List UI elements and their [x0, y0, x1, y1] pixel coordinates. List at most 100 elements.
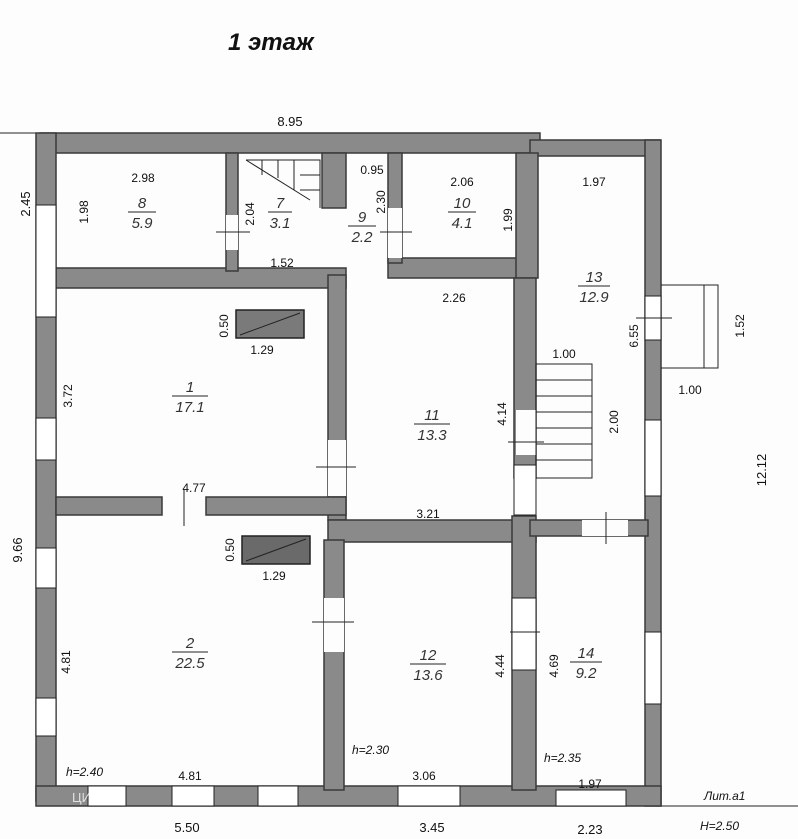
window-bottom-1 [87, 785, 127, 807]
dim-left-top: 2.45 [18, 191, 33, 216]
dim-r8-w: 2.98 [131, 171, 155, 185]
room-1-number: 1 [186, 379, 194, 396]
window-bottom-4 [397, 785, 461, 807]
door-13-14 [582, 520, 628, 536]
dim-r11-h: 4.14 [495, 402, 509, 426]
room-7-area: 3.1 [270, 215, 291, 232]
dim-porch-2: 1.00 [678, 383, 702, 397]
dim-r13-w: 1.97 [582, 175, 606, 189]
room-1-area: 17.1 [175, 399, 204, 416]
room-12-number: 12 [420, 647, 437, 664]
wall-11-12 [327, 519, 537, 543]
door-9-10 [388, 208, 402, 258]
room-13-number: 13 [586, 269, 603, 286]
room-2-area: 22.5 [174, 655, 205, 672]
room-10-number: 10 [454, 195, 471, 212]
window-left-4 [35, 697, 57, 737]
wall-toprow-right [387, 257, 529, 279]
window-bottom-3 [257, 785, 299, 807]
dim-r2-h: 4.81 [59, 650, 73, 674]
dim-r12-h: 4.44 [493, 654, 507, 678]
window-left-2 [35, 417, 57, 461]
height-outer: H=2.50 [700, 819, 739, 833]
dim-r9-w: 0.95 [360, 163, 384, 177]
dim-r7-h: 2.04 [243, 202, 257, 226]
room-8-number: 8 [138, 195, 147, 212]
dim-r9-h: 2.30 [374, 190, 388, 214]
room-13-area: 12.9 [579, 289, 609, 306]
door-marks [183, 231, 672, 633]
room-9-number: 9 [358, 209, 367, 226]
window-right-2 [644, 419, 662, 497]
dim-left-total: 9.66 [10, 537, 25, 562]
wall-10-13 [515, 152, 539, 279]
wall-1-2-b [205, 496, 347, 516]
room-2-number: 2 [185, 635, 195, 652]
dim-r12-w: 3.06 [412, 769, 436, 783]
dim-r14-h: 4.69 [547, 654, 561, 678]
wall-7-9 [321, 152, 347, 209]
window-bottom-2 [171, 785, 215, 807]
dim-mid-477: 4.77 [182, 481, 206, 495]
dim-top-total: 8.95 [277, 114, 302, 129]
outer-walls [35, 132, 662, 807]
room-7-number: 7 [276, 195, 285, 212]
door-11-13 [516, 410, 536, 455]
dim-stove1-w: 1.29 [250, 343, 274, 357]
wall-toprow-left [55, 267, 347, 289]
height-note-3: h=2.35 [544, 751, 581, 765]
dim-r10-w: 2.06 [450, 175, 474, 189]
dim-mid-321: 3.21 [416, 507, 440, 521]
wall-1-2-a [55, 496, 163, 516]
dim-r13-h: 6.55 [627, 324, 641, 348]
dim-bot-3: 2.23 [577, 822, 602, 837]
wall-top-right [529, 139, 661, 157]
dim-r8-h: 1.98 [77, 200, 91, 224]
window-left-3 [35, 547, 57, 589]
dim-stair-w: 1.00 [552, 347, 576, 361]
room-9-area: 2.2 [351, 229, 374, 246]
room-11-area: 13.3 [417, 427, 447, 444]
stairs-room-13 [535, 363, 593, 479]
dim-right-total: 12.12 [754, 454, 769, 487]
dim-stove2-w: 1.29 [262, 569, 286, 583]
window-right-3 [644, 631, 662, 705]
wall-8-7 [225, 152, 239, 272]
dim-r11-w: 2.26 [442, 291, 466, 305]
wall-2-12 [323, 539, 345, 791]
plan-title: 1 этаж [228, 29, 315, 56]
room-14-area: 9.2 [576, 665, 598, 682]
room-labels: 8 5.9 7 3.1 9 2.2 10 4.1 13 12.9 1 17.1 … [128, 195, 610, 684]
window-bottom-5 [555, 789, 627, 807]
lit-label: Лит.а1 [703, 789, 745, 803]
dim-r7-w: 1.52 [270, 256, 294, 270]
dim-r1-h: 3.72 [61, 384, 75, 408]
dim-stove2-h: 0.50 [223, 538, 237, 562]
dimensions-horizontal: 8.95 2.98 0.95 2.06 1.97 1.52 2.26 1.29 … [131, 114, 702, 837]
dim-r14-w: 1.97 [578, 777, 602, 791]
interior-walls [55, 152, 649, 791]
stove-1 [235, 309, 305, 339]
dim-r2-w: 4.81 [178, 769, 202, 783]
room-14-number: 14 [578, 645, 595, 662]
door-2-12 [324, 598, 344, 652]
porch [661, 284, 719, 369]
wall-top-left [39, 132, 541, 154]
room-11-number: 11 [424, 407, 440, 424]
dim-stove1-h: 0.50 [217, 314, 231, 338]
dim-porch-1: 1.52 [733, 314, 747, 338]
room-8-area: 5.9 [132, 215, 154, 232]
room-12-area: 13.6 [413, 667, 443, 684]
height-note-1: h=2.40 [66, 765, 103, 779]
window-int-1 [513, 464, 537, 516]
room-10-area: 4.1 [452, 215, 473, 232]
dim-r10-h: 1.99 [501, 208, 515, 232]
window-int-2 [511, 597, 537, 671]
height-note-2: h=2.30 [352, 743, 389, 757]
stairs-room-7 [245, 159, 321, 208]
windows [35, 204, 662, 807]
stove-2 [241, 535, 311, 565]
dimensions-vertical: 2.45 1.98 2.04 2.30 1.99 0.50 6.55 1.52 … [10, 190, 769, 678]
dim-bot-2: 3.45 [419, 820, 444, 835]
